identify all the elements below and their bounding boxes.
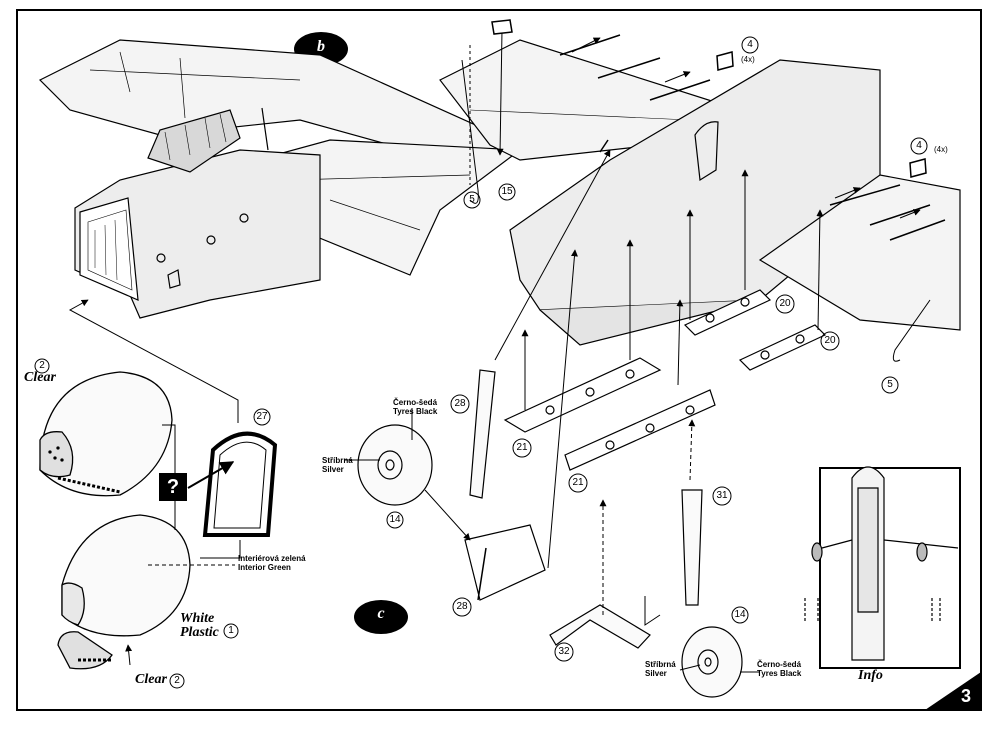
tyres-en-2: Tyres Black <box>757 669 802 678</box>
interior-cz: Interiérová zelená <box>238 554 306 563</box>
part-4-a: 4 <box>747 39 753 50</box>
part-4-b: 4 <box>916 140 922 151</box>
page-corner-triangle <box>925 672 981 710</box>
step-c-badge <box>354 600 408 634</box>
silver-cz-1: Stříbrná <box>322 456 353 465</box>
part-20-b: 20 <box>824 335 836 346</box>
tyres-cz-1: Černo-šedá <box>393 398 438 407</box>
clear-label-bottom: Clear <box>135 672 167 687</box>
tyres-cz-2: Černo-šedá <box>757 660 802 669</box>
part-2-top: 2 <box>39 360 45 371</box>
interior-en: Interior Green <box>238 563 291 572</box>
page-border <box>16 9 982 711</box>
interior-green-callout-text: Interiérová zelená Interior Green <box>238 554 306 572</box>
part-15: 15 <box>501 186 513 197</box>
frame-part-27 <box>202 431 278 537</box>
step-label-c: c <box>377 605 385 622</box>
part-21-a: 21 <box>516 442 528 453</box>
qty-4x-a: (4x) <box>741 55 755 64</box>
part-5-b: 5 <box>887 379 893 390</box>
part-1: 1 <box>228 625 234 636</box>
clear-label-top: Clear <box>24 370 56 385</box>
tyres-callout-2: Černo-šedá Tyres Black <box>757 660 801 678</box>
tyres-en-1: Tyres Black <box>393 407 438 416</box>
part-5-a: 5 <box>469 194 475 205</box>
part-21-b: 21 <box>572 477 584 488</box>
white-plastic-nose-part-1 <box>57 514 191 670</box>
small-part-4 <box>491 19 927 178</box>
step-label-b: b <box>317 38 325 55</box>
white-plastic-label: White Plastic <box>180 611 219 640</box>
part-14-a: 14 <box>389 514 401 525</box>
part-2-bottom: 2 <box>174 675 180 686</box>
silver-cz-2: Stříbrná <box>645 660 676 669</box>
silver-callout-1: Stříbrná Silver <box>322 456 353 474</box>
part-31: 31 <box>716 490 728 501</box>
part-28-a: 28 <box>454 398 466 409</box>
info-inset <box>804 466 961 669</box>
part-28-b: 28 <box>456 601 468 612</box>
clear-nose-part-2 <box>39 371 173 497</box>
part-32: 32 <box>558 646 570 657</box>
info-label: Info <box>858 668 883 683</box>
part-14-b: 14 <box>734 609 746 620</box>
nose-fuselage-drawing <box>38 39 522 319</box>
part-27: 27 <box>256 411 268 422</box>
silver-callout-2: Stříbrná Silver <box>645 660 676 678</box>
page-number: 3 <box>960 686 971 706</box>
silver-en-1: Silver <box>322 465 344 474</box>
question-mark-box: ? <box>159 473 187 501</box>
step-b-assembly-lines <box>68 299 241 666</box>
silver-en-2: Silver <box>645 669 667 678</box>
part-20-a: 20 <box>779 298 791 309</box>
gear-bay-drawing <box>357 34 961 698</box>
qty-4x-b: (4x) <box>934 145 948 154</box>
tyres-callout-1: Černo-šedá Tyres Black <box>393 398 437 416</box>
